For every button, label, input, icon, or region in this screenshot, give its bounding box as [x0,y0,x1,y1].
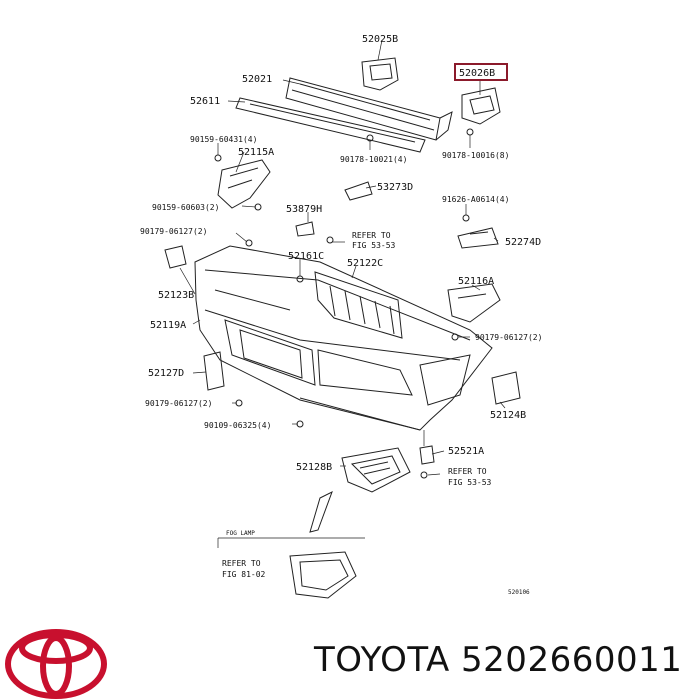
label-90159-60603: 90159-60603(2) [152,203,219,212]
label-91626: 91626-A0614(4) [442,195,509,204]
label-52124b: 52124B [490,410,526,421]
refer-2-line-1: REFER TO [448,467,487,476]
label-90178-10016: 90178-10016(8) [442,151,509,160]
grille-insert-52122c [314,271,403,339]
bumper-cover-52119a [194,245,493,431]
label-fog-lamp: FOG LAMP [226,530,255,537]
label-90179-06127-b: 90179-06127(2) [475,333,542,342]
energy-absorber-52611 [235,97,426,153]
refer-2-line-2: FIG 53-53 [448,478,492,487]
leader-lines [179,39,506,476]
label-90179-06127-a: 90179-06127(2) [140,227,207,236]
bolt [214,154,222,162]
label-90109-06325: 90109-06325(4) [204,421,271,430]
bolt [420,471,428,479]
clip-53879h [295,221,315,237]
highlight-box [454,63,508,81]
label-52274d: 52274D [505,237,541,248]
bracket-52127d [203,351,225,391]
label-52161c: 52161C [288,251,324,262]
label-52026b: 52026B [459,68,495,79]
fog-cover-52128b [341,447,411,493]
fog-lamp-inset [217,537,365,599]
label-52025b: 52025B [362,34,398,45]
label-90178-10021: 90178-10021(4) [340,155,407,164]
label-52611: 52611 [190,96,220,107]
retainer-52115a [217,159,271,209]
stay-52521a [419,445,435,465]
label-90159-60431: 90159-60431(4) [190,135,257,144]
label-52119a: 52119A [150,320,186,331]
label-90179-06127-c: 90179-06127(2) [145,399,212,408]
bracket-53273d [344,181,373,201]
label-52122c: 52122C [347,258,383,269]
label-52123b: 52123B [158,290,194,301]
retainer-52116a [447,283,501,323]
label-52021: 52021 [242,74,272,85]
label-52521a: 52521A [448,446,484,457]
refer-3-line-1: REFER TO [222,559,261,568]
bracket-52025b [361,57,399,91]
diagram-code: 520106 [508,589,530,596]
bracket-52274d [457,227,499,249]
label-53879h: 53879H [286,204,322,215]
toyota-logo-icon [5,629,107,699]
part-number: 5202660011 [461,640,683,680]
refer-3-line-2: FIG 81-02 [222,570,266,579]
bolt [326,236,334,244]
bolt [462,214,470,222]
label-52115a: 52115A [238,147,274,158]
refer-1-line-2: FIG 53-53 [352,241,396,250]
label-52127d: 52127D [148,368,184,379]
brand-part-number: TOYOTA 5202660011 [314,640,682,680]
bracket-52026b [461,87,501,136]
bumper-reinforcement-52021 [285,77,453,141]
trim-strip [309,490,333,533]
bolt [245,239,253,247]
label-52128b: 52128B [296,462,332,473]
seal-52124b [491,371,521,405]
label-52116a: 52116A [458,276,494,287]
seal-52123b [164,245,187,269]
label-53273d: 53273D [377,182,413,193]
brand-name: TOYOTA [314,640,450,680]
refer-1-line-1: REFER TO [352,231,391,240]
